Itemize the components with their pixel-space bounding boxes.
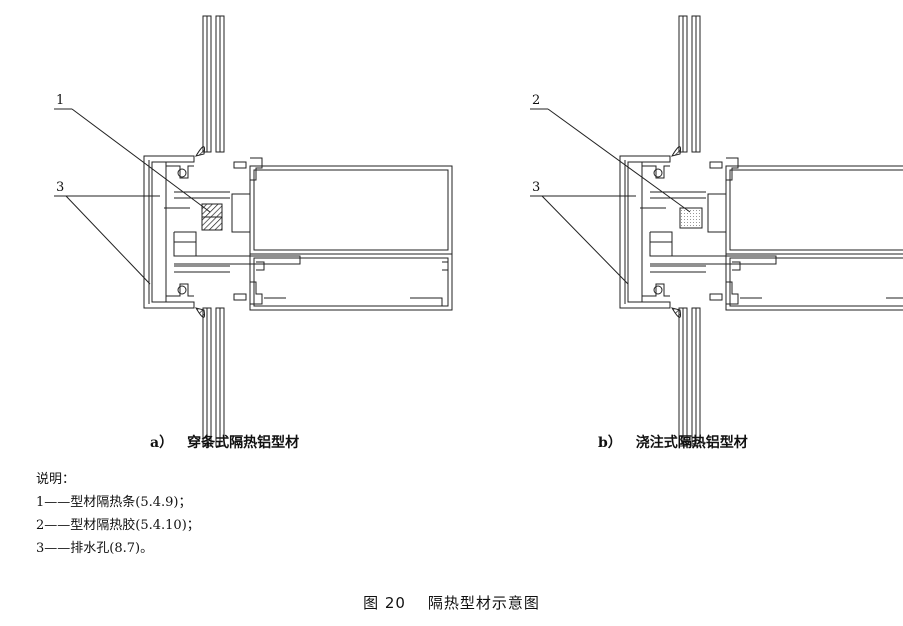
thermal-break-strip xyxy=(201,203,223,218)
figure-b-drawing xyxy=(619,15,903,447)
subfigure-caption-b: b） 浇注式隔热铝型材 xyxy=(598,432,748,452)
note-item: 1——型材隔热条(5.4.9)； xyxy=(36,495,192,510)
note-item: 2——型材隔热胶(5.4.10)； xyxy=(36,518,200,533)
figure-a-drawing xyxy=(143,15,453,447)
callout-3: 3 xyxy=(56,180,64,195)
subfigure-label: b） xyxy=(598,435,622,451)
subfigure-title: 穿条式隔热铝型材 xyxy=(187,435,300,451)
subfigure-title: 浇注式隔热铝型材 xyxy=(635,435,748,451)
notes-heading: 说明： xyxy=(36,472,76,487)
thermal-break-resin xyxy=(679,207,703,229)
subfigure-caption-a: a） 穿条式隔热铝型材 xyxy=(150,432,299,452)
thermal-break-strip xyxy=(201,216,223,231)
figure-title: 隔热型材示意图 xyxy=(427,594,540,612)
figure-number: 图 20 xyxy=(363,594,406,612)
note-item: 3——排水孔(8.7)。 xyxy=(36,541,154,556)
callout-1: 1 xyxy=(56,93,64,108)
callout-3: 3 xyxy=(532,180,540,195)
callout-2: 2 xyxy=(532,93,540,108)
legend-notes: 说明： 1——型材隔热条(5.4.9)； 2——型材隔热胶(5.4.10)； 3… xyxy=(36,468,200,560)
figure-caption: 图 20 隔热型材示意图 xyxy=(0,592,903,613)
subfigure-label: a） xyxy=(150,435,174,451)
